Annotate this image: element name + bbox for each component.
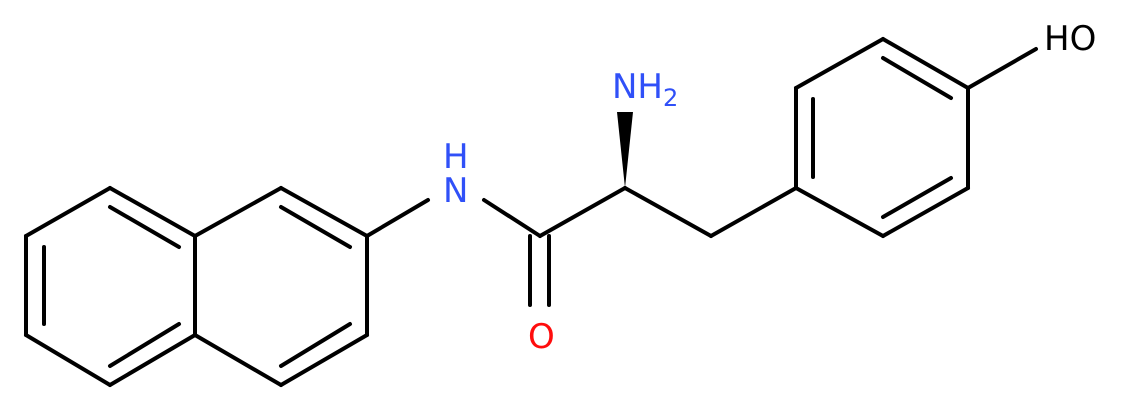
bond [279,333,369,387]
bond [365,198,430,238]
amine-subscript: 2 [663,84,678,112]
bond [193,333,283,387]
bond [482,198,542,238]
amine-label-main: NH [612,67,663,107]
naphthalene-group [24,186,369,387]
bond [108,333,197,387]
bond [538,186,627,238]
double-bond-inner [279,322,352,368]
bond [881,186,970,238]
wedge-bond [617,112,633,188]
bond [108,186,197,238]
amide-nitrogen-label: N [443,171,468,211]
bond [709,186,798,238]
amine-label: NH2 [612,67,678,112]
amide-group [365,186,627,307]
bond [794,37,885,90]
bond [279,186,369,238]
hydroxyl-label: HO [1044,19,1096,59]
bond [881,37,970,90]
bond [24,333,112,387]
amide-hydrogen-label: H [443,137,469,177]
chiral-center [617,112,798,238]
bond [193,186,283,238]
carbonyl-oxygen-label: O [528,317,555,357]
bond [966,47,1038,90]
phenol-group [794,37,1038,238]
double-bond-inner [108,205,181,249]
double-bond-inner [108,322,181,368]
bond [623,186,713,238]
double-bond-inner [279,205,352,249]
double-bond-inner [881,176,953,219]
double-bond-inner [881,56,953,100]
bond [24,186,112,238]
bond [794,186,885,238]
